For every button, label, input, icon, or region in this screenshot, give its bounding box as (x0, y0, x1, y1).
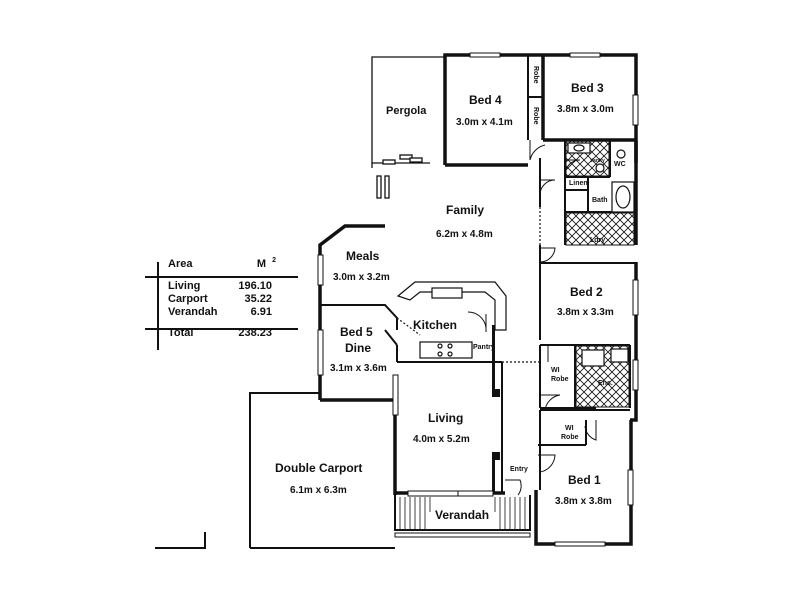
wc-label: WC (614, 161, 626, 168)
room-living-label: Living (428, 411, 464, 425)
room-bed1-size: 3.8m x 3.8m (555, 496, 612, 507)
robe-label-bed3: Robe (532, 66, 539, 84)
area-row: Carport 35.22 (150, 293, 280, 306)
room-bed4-label: Bed 4 (469, 93, 502, 107)
wi-label-bed2: WI (551, 367, 560, 374)
windows (317, 52, 639, 547)
area-total-row: Total 238.23 (150, 327, 280, 340)
area-row-label: Carport (168, 293, 208, 305)
room-meals-label: Meals (346, 249, 380, 263)
pergola-outline (371, 56, 445, 168)
ensuite-label: Ens. (598, 380, 613, 387)
area-row-label: Verandah (168, 306, 218, 318)
dashed-openings (396, 207, 541, 363)
exterior-walls (318, 53, 638, 546)
area-table-lines (145, 262, 298, 350)
robe-label-bed4: Robe (532, 107, 539, 125)
room-carport-label: Double Carport (275, 461, 363, 475)
room-bed1-label: Bed 1 (568, 473, 601, 487)
room-bed2-size: 3.8m x 3.3m (557, 307, 614, 318)
area-total-label: Total (168, 327, 194, 339)
area-header-unit: M (256, 258, 266, 270)
room-verandah-label: Verandah (433, 508, 492, 522)
posts (492, 325, 500, 492)
area-table: Area M 2 Living 196.10 Carport 35.22 Ver… (150, 257, 280, 340)
area-row-value: 196.10 (238, 280, 272, 292)
vanity-label: Vanity (590, 158, 605, 164)
room-bed4-size: 3.0m x 4.1m (456, 117, 513, 128)
fixtures-drawing (396, 142, 635, 367)
room-bed2-label: Bed 2 (570, 285, 603, 299)
area-row: Verandah 6.91 (150, 306, 280, 319)
pergola-door-leafs (376, 154, 423, 199)
room-pantry-label: Pantry (473, 344, 495, 351)
room-carport-size: 6.1m x 6.3m (290, 485, 347, 496)
area-row-value: 35.22 (244, 293, 272, 305)
wi-robe-label-bed2: Robe (551, 376, 569, 383)
room-living-size: 4.0m x 5.2m (413, 434, 470, 445)
area-table-header: Area M 2 (150, 257, 280, 274)
wi-robe-label-bed1: Robe (561, 434, 579, 441)
interior-walls (155, 55, 636, 549)
wi-label-bed1: WI (565, 425, 574, 432)
room-family-label: Family (446, 203, 485, 217)
room-bed3-label: Bed 3 (571, 81, 604, 95)
room-meals-size: 3.0m x 3.2m (333, 272, 390, 283)
area-total-value: 238.23 (238, 327, 272, 339)
area-row-value: 6.91 (250, 306, 272, 318)
room-family-size: 6.2m x 4.8m (436, 229, 493, 240)
area-row: Living 196.10 (150, 280, 280, 293)
area-header-unit-sup: 2 (272, 257, 276, 264)
verandah-boards (399, 497, 526, 529)
area-row-label: Living (168, 280, 201, 292)
area-header-label: Area (168, 258, 193, 270)
room-dine-label: Dine (345, 341, 372, 355)
room-entry-label: Entry (510, 466, 528, 473)
doors (467, 140, 597, 496)
room-bed3-size: 3.8m x 3.0m (557, 104, 614, 115)
room-bed5-size: 3.1m x 3.6m (330, 363, 387, 374)
room-kitchen-label: Kitchen (413, 318, 458, 332)
ldry-label: Ldry (590, 237, 606, 244)
bath-label: Bath (592, 197, 608, 204)
room-bed5-label: Bed 5 (340, 325, 373, 339)
linen-label: Linen (569, 180, 588, 187)
room-pergola-label: Pergola (386, 105, 427, 117)
